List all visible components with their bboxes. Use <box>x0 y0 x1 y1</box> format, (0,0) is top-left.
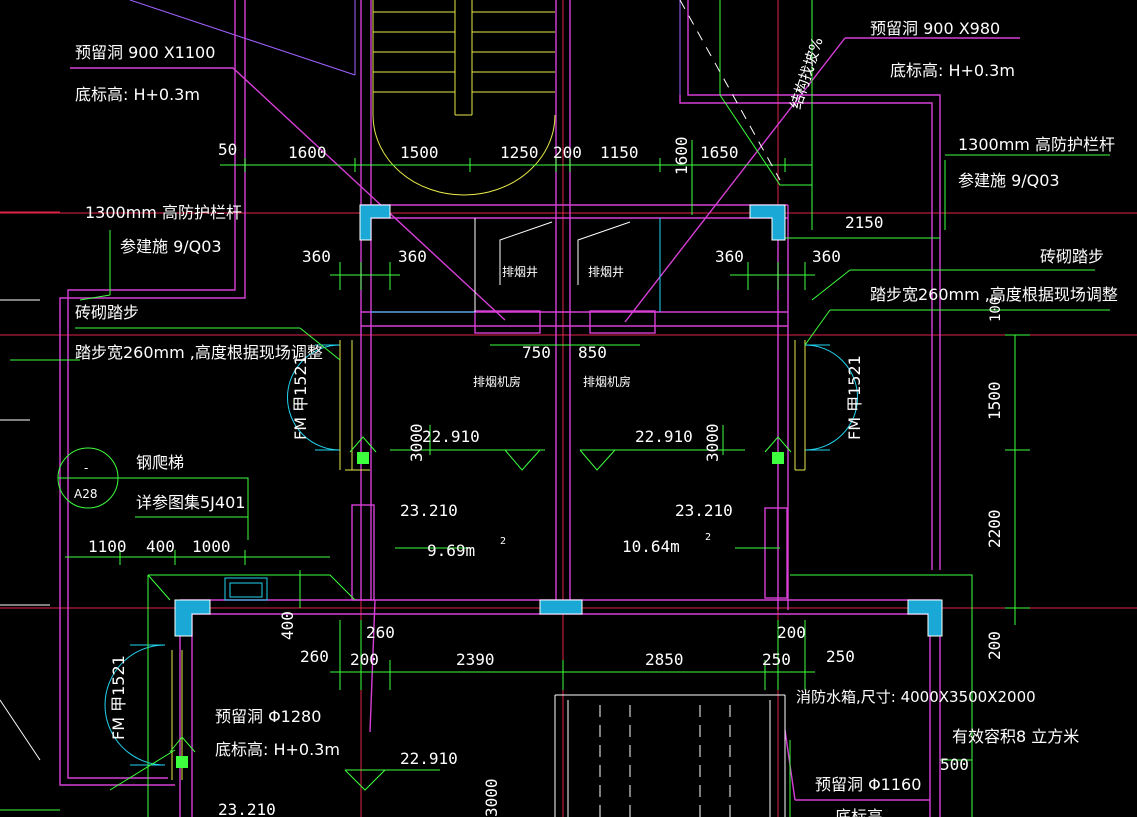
dim-right-500: 500 <box>940 755 969 774</box>
dim-right-2200: 2200 <box>985 509 1004 548</box>
dimension-lines <box>65 140 1030 761</box>
dim-top-200: 200 <box>553 143 582 162</box>
opening-round-right: 预留洞 Φ1160 <box>815 775 921 794</box>
level-left-roof: 23.210 <box>400 501 458 520</box>
tank-volume: 有效容积8 立方米 <box>952 727 1079 746</box>
brick-step-left: 砖砌踏步 <box>75 303 139 322</box>
dim-top-1150: 1150 <box>600 143 639 162</box>
detail-index-bottom: A28 <box>74 487 97 501</box>
dim-top-1650: 1650 <box>700 143 739 162</box>
structural-columns <box>174 204 943 637</box>
dim-750: 750 <box>522 343 551 362</box>
door-right: FM 甲1521 <box>845 355 864 440</box>
green-lines <box>0 0 1110 817</box>
smoke-shaft-right: 排烟井 <box>588 265 624 279</box>
area-right-value: 10.64m <box>622 537 680 556</box>
dim-right-1500: 1500 <box>985 381 1004 420</box>
dim-right-100: 100 <box>988 297 1004 322</box>
dim-lower-250-a: 250 <box>762 650 791 669</box>
bottom-elev-top-left: 底标高: H+0.3m <box>75 85 200 104</box>
railing-right-ref: 参建施 9/Q03 <box>958 171 1060 190</box>
dim-850: 850 <box>578 343 607 362</box>
area-right-sup: 2 <box>705 532 711 543</box>
dim-lower-200: 200 <box>350 650 379 669</box>
dim-top-1500: 1500 <box>400 143 439 162</box>
opening-round-left: 预留洞 Φ1280 <box>215 707 321 726</box>
ladder-ref: 详参图集5J401 <box>136 493 245 512</box>
dim-lower-200-top: 200 <box>777 623 806 642</box>
brick-step-right: 砖砌踏步 <box>1040 247 1104 266</box>
level-bottom-left: 22.910 <box>400 749 458 768</box>
dim-top-vertical-1600: 1600 <box>672 136 691 175</box>
smoke-room-right: 排烟机房 <box>583 374 631 389</box>
level-left-room: 22.910 <box>422 427 480 446</box>
dim-360-d: 360 <box>812 247 841 266</box>
dim-360-b: 360 <box>398 247 427 266</box>
bottom-elev-mid-left: 底标高: H+0.3m <box>215 740 340 759</box>
level-right-room: 22.910 <box>635 427 693 446</box>
dim-vert-400: 400 <box>278 611 297 640</box>
area-left-value: 9.69m <box>427 541 475 560</box>
dim-vert-3000-bottom: 3000 <box>482 778 501 817</box>
dim-top-1250: 1250 <box>500 143 539 162</box>
level-right-roof: 23.210 <box>675 501 733 520</box>
dim-left-400: 400 <box>146 537 175 556</box>
area-left-sup: 2 <box>500 536 506 547</box>
ladder-symbols <box>169 436 792 768</box>
dim-360-a: 360 <box>302 247 331 266</box>
dim-3000-left: 3000 <box>407 423 426 462</box>
dim-lower-260: 260 <box>300 647 329 666</box>
dim-lower-2390: 2390 <box>456 650 495 669</box>
dim-left-1100: 1100 <box>88 537 127 556</box>
tank-size: 消防水箱,尺寸: 4000X3500X2000 <box>796 688 1036 706</box>
level-bottom-cut: 23.210 <box>218 800 276 817</box>
dim-lower-2850: 2850 <box>645 650 684 669</box>
dim-right-200: 200 <box>985 631 1004 660</box>
dim-right-2150: 2150 <box>845 213 884 232</box>
annotation-texts: 预留洞 900 X1100 底标高: H+0.3m 预留洞 900 X980 底… <box>74 19 1118 817</box>
step-width-right: 踏步宽260mm ,高度根据现场调整 <box>870 285 1118 304</box>
violet-lines <box>129 0 681 95</box>
bottom-elev-cut: 底标高 <box>835 807 883 817</box>
railing-right: 1300mm 高防护栏杆 <box>958 135 1115 154</box>
dim-top-1600: 1600 <box>288 143 327 162</box>
bottom-elev-top-right: 底标高: H+0.3m <box>890 61 1015 80</box>
door-left: FM 甲1521 <box>291 355 310 440</box>
structure-slope: 结构找坡% <box>787 35 827 111</box>
dim-360-c: 360 <box>715 247 744 266</box>
dim-top-50: 50 <box>218 140 237 159</box>
cyan-lines <box>104 218 858 766</box>
door-bottom-left: FM 甲1521 <box>109 655 128 740</box>
dimension-texts: 50 1600 1500 1250 200 1150 1650 1600 215… <box>88 136 1004 817</box>
railing-left-ref: 参建施 9/Q03 <box>120 237 222 256</box>
railing-left: 1300mm 高防护栏杆 <box>85 203 242 222</box>
opening-top-left: 预留洞 900 X1100 <box>75 43 215 62</box>
detail-index-top: - <box>84 461 88 475</box>
dim-lower-250-b: 250 <box>826 647 855 666</box>
dim-left-1000: 1000 <box>192 537 231 556</box>
step-width-left: 踏步宽260mm ,高度根据现场调整 <box>75 343 323 362</box>
smoke-shaft-left: 排烟井 <box>502 265 538 279</box>
white-lines <box>0 0 786 817</box>
level-texts: 22.910 22.910 22.910 23.210 23.210 23.21… <box>218 427 733 817</box>
opening-top-right: 预留洞 900 X980 <box>870 19 1000 38</box>
steel-ladder: 钢爬梯 <box>136 453 184 472</box>
dim-lower-260-top: 260 <box>366 623 395 642</box>
smoke-room-left: 排烟机房 <box>473 374 521 389</box>
dim-3000-right: 3000 <box>703 423 722 462</box>
